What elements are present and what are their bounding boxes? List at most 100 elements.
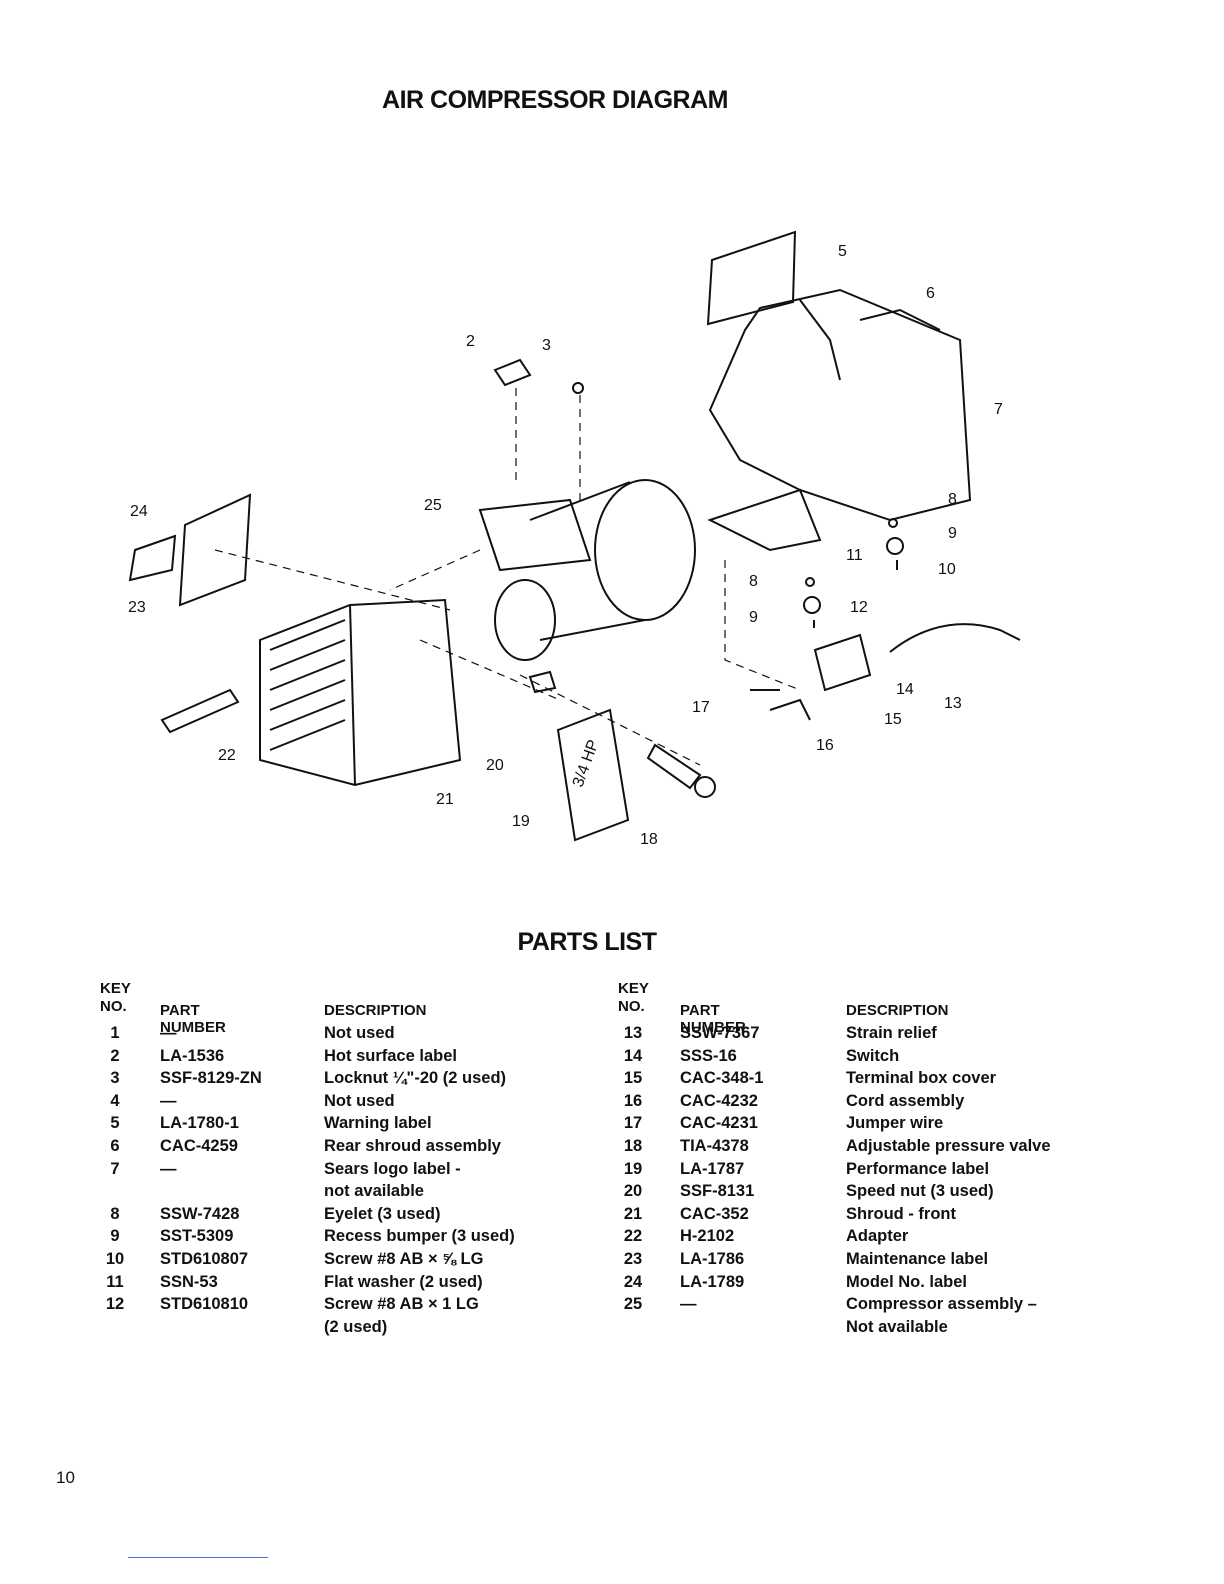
key-cell: 3 — [110, 1069, 120, 1088]
maintenance-label-part — [178, 493, 252, 607]
key-cell: 20 — [623, 1182, 643, 1201]
description-cell: Hot surface label — [324, 1046, 457, 1065]
key-cell: 23 — [623, 1249, 643, 1268]
part-number-cell: SSF-8129-ZN — [160, 1069, 262, 1088]
description-cell: Screw #8 AB × 1 LG — [324, 1295, 479, 1314]
part-number-cell: LA-1789 — [680, 1272, 745, 1291]
callout-6: 6 — [926, 285, 935, 302]
callout-23: 23 — [128, 599, 146, 616]
callout-17: 17 — [692, 699, 710, 716]
part-number-cell: SSN-53 — [160, 1272, 218, 1291]
part-number-header: PART NUMBER — [160, 1002, 226, 1036]
divider-line — [128, 1557, 268, 1558]
key-cell: 19 — [623, 1159, 643, 1178]
description-cell: Locknut ¼"-20 (2 used) — [324, 1069, 507, 1088]
callout-15: 15 — [884, 711, 902, 728]
description-header: DESCRIPTION — [846, 1002, 949, 1019]
description-cell: not available — [324, 1182, 424, 1201]
description-cell: Not used — [324, 1024, 395, 1042]
part-number-cell: CAC-4259 — [160, 1136, 238, 1155]
description-cell: (2 used) — [324, 1317, 388, 1336]
front-shroud-part — [259, 598, 462, 787]
description-cell: Performance label — [846, 1159, 990, 1178]
part-number-cell: STD610807 — [160, 1249, 249, 1268]
model-label-part — [128, 534, 177, 582]
terminal-box-part — [813, 633, 872, 692]
callout-24: 24 — [130, 503, 148, 520]
description-cell: Strain relief — [846, 1024, 937, 1042]
key-cell: 13 — [623, 1024, 643, 1042]
hp-label-text: 3/4 HP — [570, 738, 603, 790]
description-cell: Compressor assembly – — [846, 1295, 1037, 1314]
key-cell: 2 — [110, 1046, 120, 1065]
callout-21: 21 — [436, 791, 454, 808]
callout-16: 16 — [816, 737, 834, 754]
description-header: DESCRIPTION — [324, 1002, 427, 1019]
description-cell: Cord assembly — [846, 1091, 965, 1110]
key-header-line1: KEY — [100, 980, 131, 997]
part-number-cell: — — [680, 1295, 697, 1314]
description-cell: Not used — [324, 1091, 395, 1110]
compressor-part — [478, 498, 592, 572]
key-cell: 5 — [110, 1114, 120, 1133]
key-header-line2: NO. — [618, 998, 645, 1015]
key-cell: 11 — [106, 1272, 124, 1291]
description-cell: Sears logo label - — [324, 1159, 461, 1178]
performance-label-part — [556, 708, 630, 842]
part-number-cell: CAC-348-1 — [680, 1069, 764, 1088]
part-number-header: PART NUMBER — [680, 1002, 746, 1036]
callout-10: 10 — [938, 561, 956, 578]
part-number-cell: LA-1786 — [680, 1249, 745, 1268]
key-cell: 4 — [110, 1091, 120, 1110]
key-header-line2: NO. — [100, 998, 127, 1015]
description-cell: Screw #8 AB × ⅝ LG — [324, 1249, 484, 1268]
key-cell: 8 — [110, 1204, 120, 1223]
key-cell: 1 — [110, 1024, 120, 1042]
cord-part — [889, 623, 1021, 653]
callout-25: 25 — [424, 497, 442, 514]
description-cell: Speed nut (3 used) — [846, 1182, 994, 1201]
part-number-cell: TIA-4378 — [680, 1136, 749, 1155]
callout-3: 3 — [542, 337, 551, 354]
callout-14: 14 — [896, 681, 914, 698]
callout-5: 5 — [838, 243, 847, 260]
callout-19: 19 — [512, 813, 530, 830]
key-cell: 18 — [623, 1136, 643, 1155]
callout-8a: 8 — [948, 491, 957, 508]
description-cell: Adjustable pressure valve — [846, 1136, 1051, 1155]
callout-18: 18 — [640, 831, 658, 848]
description-cell: Not available — [846, 1317, 948, 1336]
pressure-valve-part — [646, 743, 702, 790]
description-cell: Eyelet (3 used) — [324, 1204, 441, 1223]
adapter-part — [160, 688, 240, 734]
description-cell: Flat washer (2 used) — [324, 1272, 483, 1291]
key-cell: 9 — [110, 1227, 120, 1246]
part-number-cell: H-2102 — [680, 1227, 735, 1246]
parts-list-title: PARTS LIST — [517, 928, 657, 956]
warning-label-part — [706, 230, 797, 326]
key-cell: 12 — [105, 1295, 125, 1314]
key-cell: 14 — [623, 1046, 643, 1065]
callout-13: 13 — [944, 695, 962, 712]
part-number-cell: LA-1787 — [680, 1159, 745, 1178]
page-title: AIR COMPRESSOR DIAGRAM — [382, 86, 728, 114]
part-number-cell: SSF-8131 — [680, 1182, 755, 1201]
part-number-cell: SSW-7428 — [160, 1204, 240, 1223]
key-cell: 7 — [110, 1159, 120, 1178]
part-number-cell: LA-1536 — [160, 1046, 225, 1065]
callout-20: 20 — [486, 757, 504, 774]
key-header-line1: KEY — [618, 980, 649, 997]
callout-12: 12 — [850, 599, 868, 616]
callout-8b: 8 — [749, 573, 758, 590]
part-number-cell: CAC-352 — [680, 1204, 749, 1223]
description-cell: Rear shroud assembly — [324, 1136, 501, 1155]
page-number: 10 — [56, 1468, 75, 1487]
key-cell: 21 — [623, 1204, 643, 1223]
description-cell: Maintenance label — [846, 1249, 989, 1268]
part-number-cell: CAC-4232 — [680, 1091, 758, 1110]
key-cell: 22 — [623, 1227, 643, 1246]
description-cell: Warning label — [324, 1114, 432, 1133]
part-number-cell: — — [160, 1159, 177, 1178]
key-cell: 17 — [623, 1114, 643, 1133]
description-cell: Model No. label — [846, 1272, 968, 1291]
